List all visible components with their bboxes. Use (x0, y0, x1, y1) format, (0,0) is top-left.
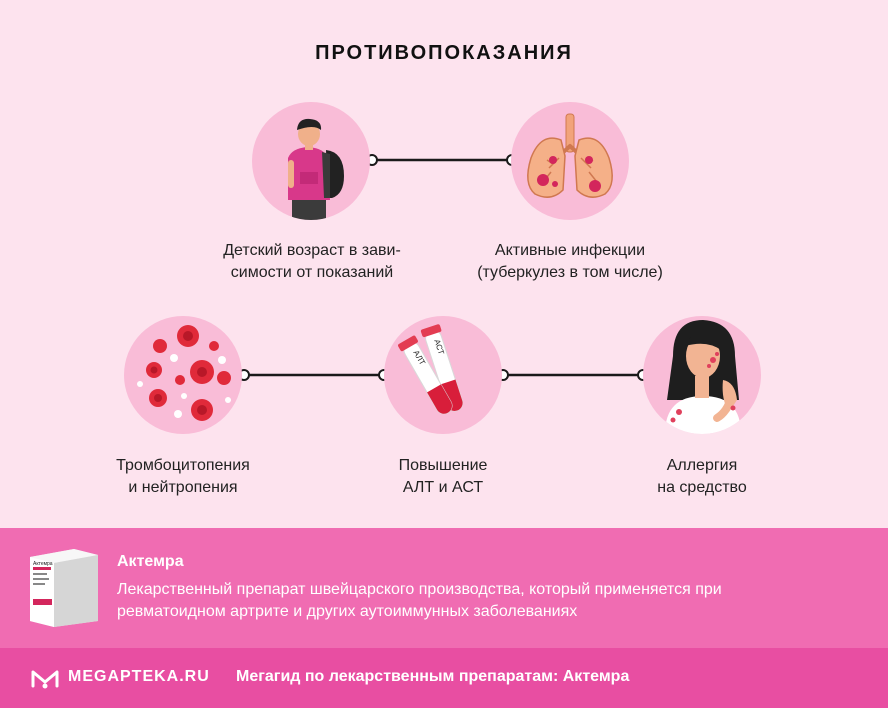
connector-line-top (366, 154, 518, 166)
caption-line: Повышение (398, 457, 488, 474)
infected-lungs-icon (527, 113, 613, 198)
caption-line: на средство (657, 479, 747, 496)
blood-cells-circle (124, 316, 242, 434)
caption-allergy: Аллергия на средство (622, 455, 782, 499)
footer-bar (0, 648, 888, 708)
drug-name: Актемра (117, 553, 184, 570)
child-circle (252, 102, 370, 220)
box-label: Актемра (33, 561, 53, 567)
caption-line: АЛТ и АСТ (402, 479, 484, 496)
caption-line: и нейтропения (128, 479, 238, 496)
caption-alt-ast: Повышение АЛТ и АСТ (362, 455, 524, 499)
page-title: ПРОТИВОПОКАЗАНИЯ (315, 42, 573, 64)
caption-infections: Активные инфекции (туберкулез в том числ… (452, 240, 688, 284)
footer-guide-text: Мегагид по лекарственным препаратам: Акт… (236, 668, 630, 685)
caption-line: симости от показаний (230, 264, 394, 281)
drug-box-image: Актемра (30, 549, 98, 627)
caption-line: Тромбоцитопения (116, 457, 250, 474)
caption-line: Аллергия (666, 457, 738, 474)
allergy-circle (643, 316, 761, 434)
drug-description: Лекарственный препарат швейцарского прои… (117, 581, 722, 620)
caption-line: Детский возраст в зави- (223, 242, 401, 259)
blood-cells-icon (137, 325, 231, 421)
caption-line: (туберкулез в том числе) (477, 264, 663, 281)
caption-child-age: Детский возраст в зави- симости от показ… (196, 240, 428, 284)
caption-line: Активные инфекции (494, 242, 646, 259)
allergic-woman-icon (665, 320, 741, 434)
drug-info-band (0, 528, 888, 648)
blood-test-tubes-icon: АСТ АЛТ (398, 324, 464, 415)
brand-name-link[interactable]: MEGAPTEKA.RU (68, 668, 210, 685)
connector-line-bottom-right (497, 369, 649, 381)
connector-line-bottom-left (238, 369, 390, 381)
child-with-backpack-icon (288, 118, 344, 220)
caption-thrombocytopenia: Тромбоцитопения и нейтропения (88, 455, 278, 499)
tubes-circle: АСТ АЛТ (384, 316, 502, 434)
megapteka-logo-icon[interactable] (30, 666, 60, 690)
lungs-circle (511, 102, 629, 220)
